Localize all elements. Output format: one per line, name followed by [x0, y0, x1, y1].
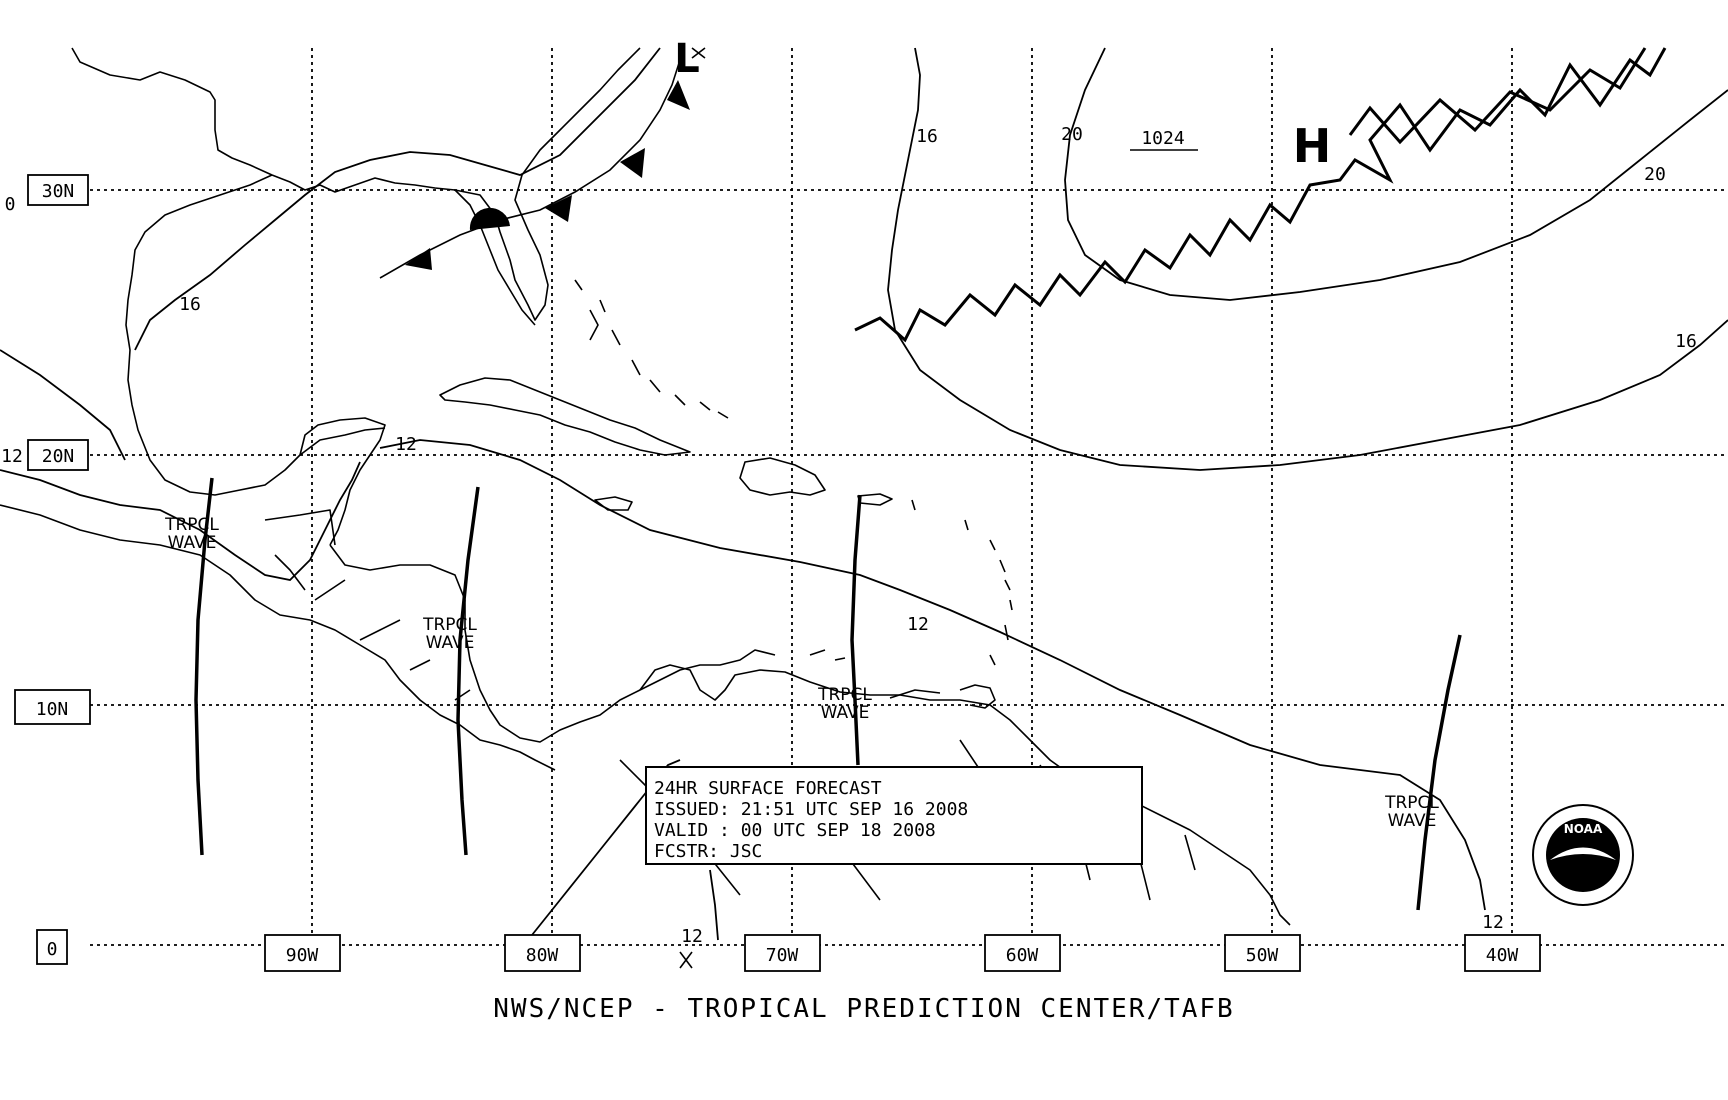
wave-2-label-line2: WAVE: [426, 633, 475, 653]
cuba: [439, 377, 691, 456]
isobar-12-gulf-west: [0, 349, 126, 461]
lon-label-60w: 60W: [1006, 945, 1039, 966]
mexico-gulf-coast: [125, 174, 386, 496]
high-pressure-symbol: H: [1293, 119, 1332, 173]
hispaniola: [739, 457, 826, 496]
tropical-wave-4: [1416, 634, 1462, 911]
front-pip-3: [620, 148, 645, 178]
trinidad-and-islands: [809, 649, 996, 709]
edge-label-left-30: 0: [5, 194, 16, 215]
ridge-axis-east: [1348, 47, 1647, 145]
noaa-logo-text: NOAA: [1564, 822, 1603, 836]
isobar-label-16-east: 16: [1675, 331, 1697, 352]
isobar-12-caribbean: [379, 439, 1486, 911]
isobar-label-20-west: 20: [1061, 124, 1083, 145]
tropical-wave-lines: [194, 477, 1462, 911]
isobar-20-ridge: [1064, 47, 1728, 301]
lon-label-80w: 80W: [526, 945, 559, 966]
isobars: [0, 47, 1728, 951]
wave-1-label-line1: TRPCL: [164, 515, 219, 535]
high-pressure-value: 1024: [1141, 128, 1184, 149]
isobar-label-16-gulf: 16: [179, 294, 201, 315]
tropical-wave-1: [194, 477, 214, 856]
isobar-label-16-atl: 16: [916, 126, 938, 147]
cold-front-line: [379, 59, 681, 279]
lat-label-30n: 30N: [42, 181, 75, 202]
isobar-label-20-east: 20: [1644, 164, 1666, 185]
center-x-icon-south: [679, 951, 693, 969]
florida-coast: [454, 189, 536, 326]
isobar-12-west: [0, 461, 361, 581]
wave-4-label-line1: TRPCL: [1384, 793, 1439, 813]
wave-4-label-line2: WAVE: [1388, 811, 1437, 831]
lon-label-90w: 90W: [286, 945, 319, 966]
graticule: [90, 48, 1728, 946]
south-america-coast: [639, 664, 1291, 926]
us-gulf-coast: [71, 47, 641, 321]
lat-label-10n: 10N: [36, 699, 69, 720]
isobar-16-gulf: [134, 47, 661, 351]
wave-1-label-line2: WAVE: [168, 533, 217, 553]
low-center-x-icon: [691, 47, 706, 59]
isobar-label-12-east: 12: [1482, 912, 1504, 933]
wave-2-label-line1: TRPCL: [422, 615, 477, 635]
forecast-forecaster: FCSTR: JSC: [654, 841, 762, 862]
cold-front: [379, 59, 690, 279]
central-america-caribbean: [329, 544, 776, 743]
front-pip-2: [545, 195, 572, 222]
ridge-axis: [854, 47, 1667, 343]
tropical-wave-3: [850, 494, 862, 766]
jamaica: [594, 496, 633, 511]
central-america-pacific: [0, 504, 556, 771]
isobar-12-south: [709, 869, 719, 941]
isobar-label-12-yucatan: 12: [395, 434, 417, 455]
forecast-title: 24HR SURFACE FORECAST: [654, 778, 882, 799]
isobar-label-12-sa: 12: [681, 926, 703, 947]
front-pip-4: [667, 80, 690, 110]
front-pip-1: [405, 248, 432, 270]
yucatan-coast: [299, 417, 386, 546]
tropical-wave-2: [456, 486, 480, 856]
bahamas: [574, 279, 729, 419]
forecast-info-box: 24HR SURFACE FORECAST ISSUED: 21:51 UTC …: [645, 766, 1143, 865]
lesser-antilles: [911, 499, 1013, 666]
noaa-logo: NOAA: [1532, 804, 1634, 906]
isobar-16-atlantic: [887, 47, 1728, 471]
latitude-labels: 30N 20N 10N 0 0 12: [1, 174, 91, 965]
low-pressure-symbol: L: [674, 36, 700, 82]
edge-label-left-20: 12: [1, 446, 23, 467]
pressure-centers: H 1024 L: [674, 36, 1332, 969]
isobar-labels: 16 16 16 20 20 12 12 12 12: [179, 124, 1697, 947]
coastlines: [0, 47, 1291, 926]
front-semicircle: [469, 207, 510, 230]
central-america-borders: [264, 509, 471, 701]
longitude-labels: 90W 80W 70W 60W 50W 40W: [264, 934, 1541, 972]
forecast-valid: VALID : 00 UTC SEP 18 2008: [654, 820, 936, 841]
wave-3-label-line1: TRPCL: [817, 685, 872, 705]
tropical-wave-labels: TRPCL WAVE TRPCL WAVE TRPCL WAVE TRPCL W…: [164, 515, 1439, 831]
lon-label-50w: 50W: [1246, 945, 1279, 966]
puerto-rico: [857, 493, 893, 506]
lat-label-20n: 20N: [42, 446, 75, 467]
forecast-issued: ISSUED: 21:51 UTC SEP 16 2008: [654, 799, 968, 820]
wave-3-label-line2: WAVE: [821, 703, 870, 723]
lon-label-40w: 40W: [1486, 945, 1519, 966]
lat-label-0: 0: [47, 939, 58, 960]
isobar-12-sa: [519, 759, 681, 951]
footer-agency: NWS/NCEP - TROPICAL PREDICTION CENTER/TA…: [493, 994, 1234, 1024]
lon-label-70w: 70W: [766, 945, 799, 966]
isobar-label-12-caribbean: 12: [907, 614, 929, 635]
